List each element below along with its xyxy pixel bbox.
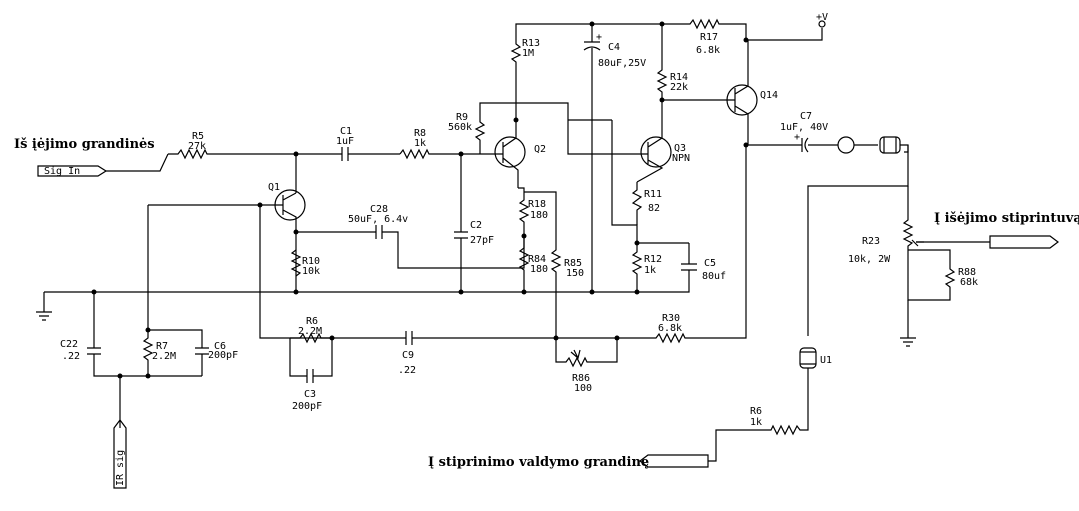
r7-value: 2.2M bbox=[152, 351, 176, 362]
r9-name: R9 bbox=[456, 112, 468, 123]
q1-name: Q1 bbox=[268, 182, 280, 193]
q14-name: Q14 bbox=[760, 90, 778, 101]
r10-value: 10k bbox=[302, 266, 320, 277]
r11-name: R11 bbox=[644, 189, 662, 200]
q14-transistor bbox=[726, 84, 758, 116]
c5-value: 80uf bbox=[702, 271, 726, 282]
ir-sig-label: IR sig bbox=[115, 450, 126, 486]
r18-value: 180 bbox=[530, 210, 548, 221]
c6-value: 200pF bbox=[208, 350, 238, 361]
r23-name: R23 bbox=[862, 236, 880, 247]
r84-value: 180 bbox=[530, 264, 548, 275]
q3-value: NPN bbox=[672, 153, 690, 164]
r14-name: R14 bbox=[670, 72, 688, 83]
r30-name: R30 bbox=[662, 313, 680, 324]
q2-name: Q2 bbox=[534, 144, 546, 155]
c7-value: 1uF, 40V bbox=[780, 122, 828, 133]
c28-value: 50uF, 6.4v bbox=[348, 214, 408, 225]
sig-in-connector: Sig In bbox=[37, 165, 108, 177]
r18-name: R18 bbox=[528, 199, 546, 210]
r30-value: 6.8k bbox=[658, 323, 682, 334]
r17-value: 6.8k bbox=[696, 45, 720, 56]
r17-name: R17 bbox=[700, 32, 718, 43]
r5-resistor bbox=[168, 148, 296, 160]
vplus-label: +V bbox=[816, 12, 828, 23]
control-connector bbox=[639, 454, 709, 468]
r11-value: 82 bbox=[648, 203, 660, 214]
c2-value: 27pF bbox=[470, 235, 494, 246]
c2-name: C2 bbox=[470, 220, 482, 231]
u1-name: U1 bbox=[820, 355, 832, 366]
r8-value: 1k bbox=[414, 138, 426, 149]
r86-value: 100 bbox=[574, 383, 592, 394]
ground-symbol-left bbox=[36, 292, 52, 321]
r6b-name: R6 bbox=[750, 406, 762, 417]
r88-value: 68k bbox=[960, 277, 978, 288]
ground-symbol-right bbox=[900, 300, 916, 347]
c4-name: C4 bbox=[608, 42, 620, 53]
r6a-name: R6 bbox=[306, 316, 318, 327]
c5-name: C5 bbox=[704, 258, 716, 269]
c3-value: 200pF bbox=[292, 401, 322, 412]
u1-jack bbox=[799, 347, 817, 369]
c9-value: .22 bbox=[398, 365, 416, 376]
q3-name: Q3 bbox=[674, 143, 686, 154]
r85-value: 150 bbox=[566, 268, 584, 279]
ir-sig-connector: IR sig bbox=[113, 419, 127, 489]
c1-value: 1uF bbox=[336, 136, 354, 147]
input-title: Iš įėjimo grandinės bbox=[14, 137, 155, 152]
c4-value: 80uF,25V bbox=[598, 58, 646, 69]
r13-value: 1M bbox=[522, 48, 534, 59]
output-amp-connector bbox=[989, 235, 1059, 249]
r8-name: R8 bbox=[414, 128, 426, 139]
r12-value: 1k bbox=[644, 265, 656, 276]
sig-in-label: Sig In bbox=[44, 166, 80, 177]
c28-name: C28 bbox=[370, 204, 388, 215]
r86-name: R86 bbox=[572, 373, 590, 384]
r14-value: 22k bbox=[670, 82, 688, 93]
c9-name: C9 bbox=[402, 350, 414, 361]
c1-name: C1 bbox=[340, 126, 352, 137]
control-title: Į stiprinimo valdymo grandinę bbox=[428, 455, 649, 470]
q3-transistor bbox=[640, 136, 672, 168]
c7-plus: + bbox=[794, 132, 800, 143]
r10-resistor bbox=[290, 249, 302, 277]
r12-name: R12 bbox=[644, 254, 662, 265]
r13-name: R13 bbox=[522, 38, 540, 49]
r88-name: R88 bbox=[958, 267, 976, 278]
q2-transistor bbox=[494, 136, 526, 168]
c3-name: C3 bbox=[304, 389, 316, 400]
r85-name: R85 bbox=[564, 258, 582, 269]
c22-value: .22 bbox=[62, 351, 80, 362]
c4-plus: + bbox=[596, 32, 602, 43]
r9-value: 560k bbox=[448, 122, 472, 133]
output-shielded-jack bbox=[879, 136, 909, 154]
r6b-value: 1k bbox=[750, 417, 762, 428]
r7-name: R7 bbox=[156, 341, 168, 352]
c7-name: C7 bbox=[800, 111, 812, 122]
r5-name: R5 bbox=[192, 131, 204, 142]
r84-name: R84 bbox=[528, 254, 546, 265]
r10-name: R10 bbox=[302, 256, 320, 267]
output-title: Į išėjimo stiprintuvą bbox=[934, 211, 1079, 226]
c6-name: C6 bbox=[214, 341, 226, 352]
r8-resistor bbox=[399, 148, 480, 160]
r5-value: 27k bbox=[188, 141, 206, 152]
c22-name: C22 bbox=[60, 339, 78, 350]
r6a-value: 2.2M bbox=[298, 326, 322, 337]
r23-value: 10k, 2W bbox=[848, 254, 891, 265]
